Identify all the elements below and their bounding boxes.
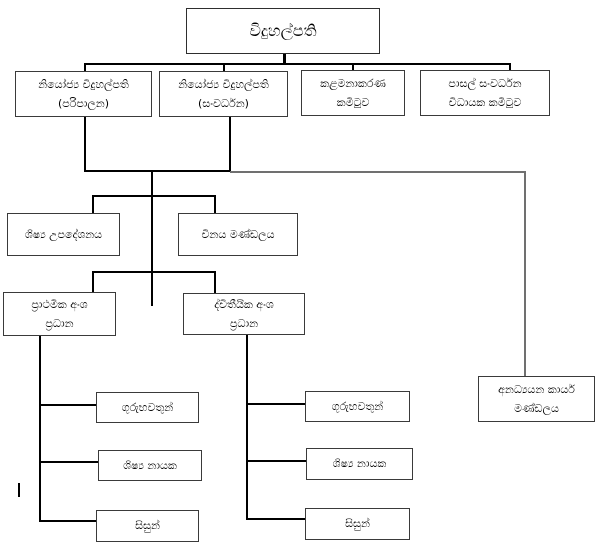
node-label: විනය මණ්ඩලය (201, 227, 275, 241)
node-label: (සංවර්ධන) (198, 97, 249, 110)
connector-line (84, 117, 86, 172)
stray-tick-mark (18, 483, 20, 497)
node-label: සිසුන් (135, 519, 160, 533)
node-principal: විදුහල්පති (186, 8, 380, 54)
node-label: ප්‍රධාන (45, 317, 74, 330)
connector-line (39, 461, 98, 463)
node-label: (පරිපාලන) (57, 97, 110, 110)
node-school-development-executive-committee: පාසල් සංවර්ධන විධායක කමිටුව (420, 70, 550, 116)
node-label: කළමනාකරණ (320, 76, 386, 90)
node-label: විදුහල්පති (249, 21, 317, 40)
connector-line (39, 520, 96, 522)
node-teachers-secondary: ගුරුභවතුන් (305, 391, 410, 422)
connector-line (92, 271, 216, 273)
connector-line (229, 117, 231, 172)
connector-line (84, 63, 511, 65)
connector-line (214, 271, 216, 293)
connector-line (92, 195, 94, 213)
node-label: ප්‍රාථමික අංශ (31, 297, 88, 311)
node-label: මණ්ඩලය (514, 402, 559, 415)
connector-line (84, 170, 231, 172)
connector-line (151, 170, 153, 306)
connector-line (92, 271, 94, 292)
node-discipline-board: විනය මණ්ඩලය (178, 213, 298, 256)
node-label: ශිෂ්‍ය නායක (123, 458, 177, 472)
connector-line (524, 171, 526, 376)
node-label: අනධ්‍යයන කාර්ය (498, 382, 575, 396)
connector-line (39, 404, 96, 406)
node-label: සිසුන් (345, 517, 370, 531)
connector-line (246, 403, 305, 405)
node-label: ශිෂ්‍ය නායක (332, 457, 387, 471)
connector-line (84, 63, 86, 72)
connector-line (246, 460, 306, 462)
node-primary-section-head: ප්‍රාථමික අංශ ප්‍රධාන (3, 292, 116, 336)
connector-line (509, 63, 511, 71)
node-students-primary: සිසුන් (96, 510, 199, 542)
connector-line (352, 63, 354, 71)
node-management-committee: කළමනාකරණ කමිටුව (301, 70, 405, 116)
node-label: කමිටුව (336, 96, 370, 109)
node-prefects-primary: ශිෂ්‍ය නායක (98, 450, 202, 481)
node-label: නියෝජ්‍ය විදුහල්පති (38, 77, 129, 91)
connector-line (214, 195, 216, 213)
node-label: ද්විතීයික අංශ (214, 297, 274, 311)
connector-line (39, 336, 41, 522)
node-deputy-principal-development: නියෝජ්‍ය විදුහල්පති (සංවර්ධන) (159, 71, 288, 117)
connector-line (283, 54, 286, 64)
connector-line (230, 171, 526, 173)
connector-line (92, 195, 216, 197)
node-teachers-primary: ගුරුභවතුන් (96, 392, 199, 423)
node-students-secondary: සිසුන් (305, 508, 410, 540)
connector-line (246, 335, 248, 520)
node-prefects-secondary: ශිෂ්‍ය නායක (306, 448, 413, 480)
node-label: පාසල් සංවර්ධන (448, 76, 522, 90)
node-label: ගුරුභවතුන් (331, 399, 384, 413)
connector-line (246, 518, 305, 520)
node-label: ගුරුභවතුන් (121, 400, 174, 414)
node-student-counseling: ශිෂ්‍ය උපදේශනය (7, 213, 120, 256)
node-label: නියෝජ්‍ය විදුහල්පති (178, 77, 269, 91)
node-secondary-section-head: ද්විතීයික අංශ ප්‍රධාන (183, 293, 305, 335)
node-label: ශිෂ්‍ය උපදේශනය (24, 227, 103, 241)
node-label: විධායක කමිටුව (448, 96, 522, 109)
node-label: ප්‍රධාන (229, 317, 259, 330)
node-non-academic-staff-board: අනධ්‍යයන කාර්ය මණ්ඩලය (478, 376, 595, 422)
node-deputy-principal-admin: නියෝජ්‍ය විදුහල්පති (පරිපාලන) (15, 71, 152, 117)
connector-line (223, 63, 225, 72)
